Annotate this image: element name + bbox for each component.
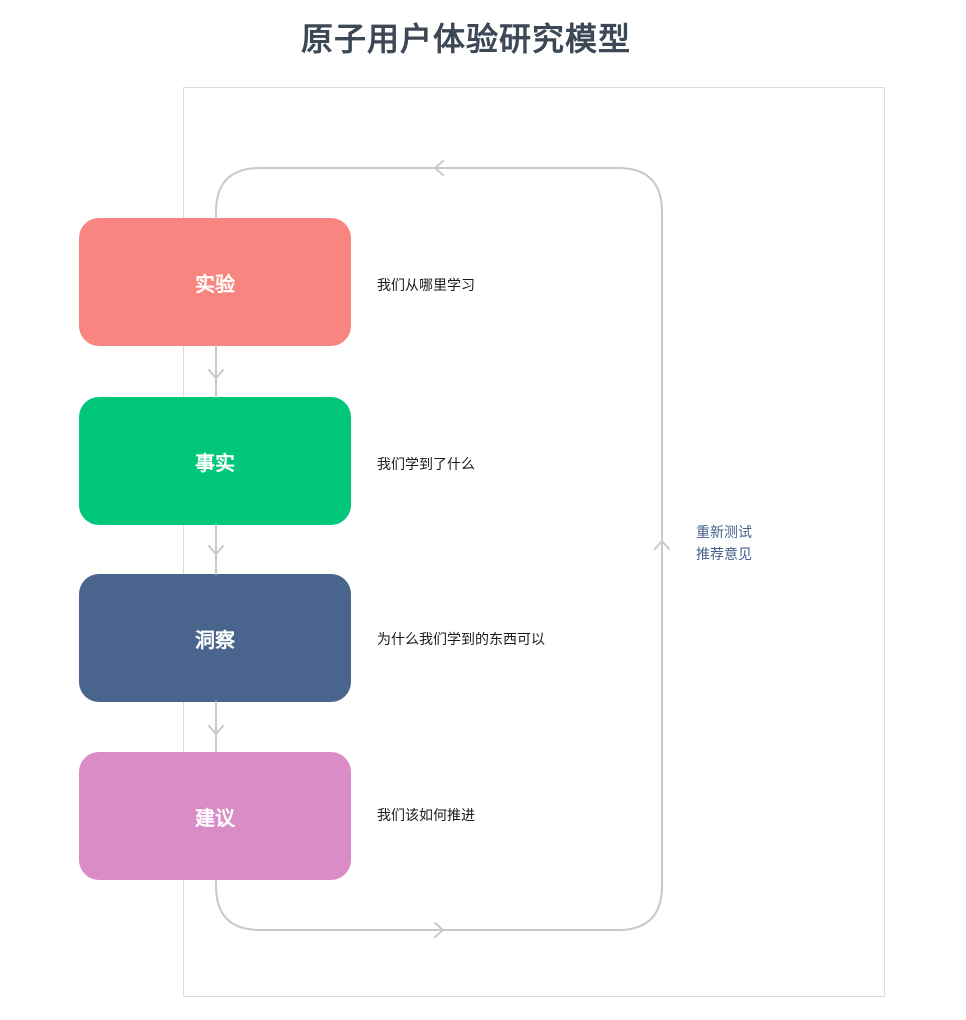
- stage-experiment-description: 我们从哪里学习: [377, 278, 475, 294]
- diagram-frame: [183, 87, 885, 997]
- stage-fact-label: 事实: [195, 450, 235, 475]
- stage-insight-label: 洞察: [195, 627, 235, 652]
- stage-recommendation: 建议: [79, 752, 351, 880]
- stage-recommendation-label: 建议: [195, 805, 235, 830]
- stage-insight-description: 为什么我们学到的东西可以: [377, 632, 545, 648]
- stage-fact: 事实: [79, 397, 351, 525]
- stage-fact-description: 我们学到了什么: [377, 457, 475, 473]
- stage-experiment: 实验: [79, 218, 351, 346]
- stage-experiment-label: 实验: [195, 271, 235, 296]
- loop-label: 重新测试 推荐意见: [696, 522, 752, 566]
- diagram-title: 原子用户体验研究模型: [300, 20, 631, 58]
- loop-label-line1: 重新测试: [696, 525, 752, 541]
- stage-recommendation-description: 我们该如何推进: [377, 808, 475, 824]
- loop-label-line2: 推荐意见: [696, 547, 752, 563]
- stage-insight: 洞察: [79, 574, 351, 702]
